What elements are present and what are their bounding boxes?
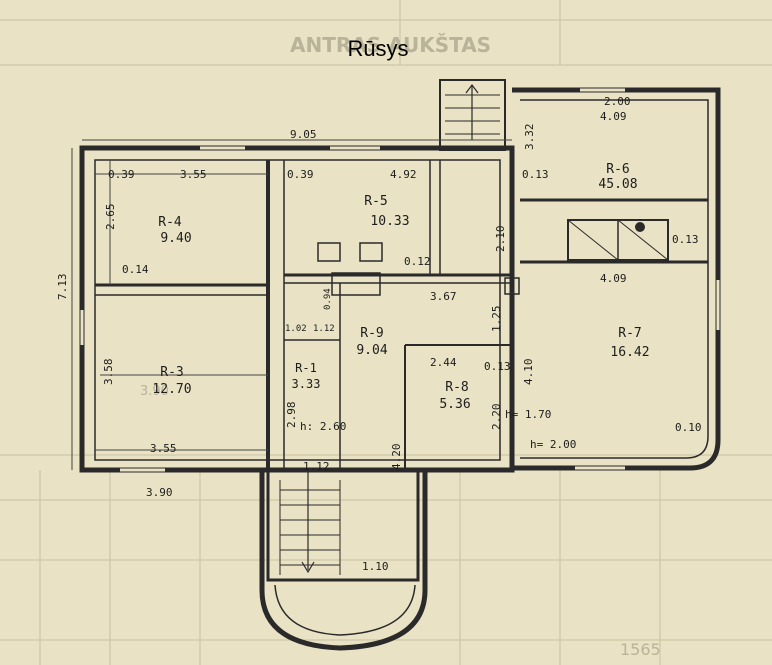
dim-390: 3.90 <box>146 486 173 499</box>
room-area-r4: 9.40 <box>160 231 191 246</box>
room-area-r3: 12.70 <box>152 382 191 397</box>
dim-332: 3.32 <box>523 124 536 151</box>
dim-013-a: 0.13 <box>522 168 549 181</box>
dim-010: 0.10 <box>675 421 702 434</box>
room-area-r5: 10.33 <box>370 214 409 229</box>
room-id-r6: R-6 <box>606 162 629 177</box>
dim-409-top: 4.09 <box>600 110 627 123</box>
room-area-r6: 45.08 <box>598 177 637 192</box>
room-area-r1: 3.33 <box>292 377 321 391</box>
dim-012-mid: 0.12 <box>404 255 431 268</box>
dim-039-left: 0.39 <box>108 168 135 181</box>
dim-220: 2.20 <box>490 404 503 431</box>
dim-039-mid: 0.39 <box>287 168 314 181</box>
dim-358: 3.58 <box>102 359 115 386</box>
stamp-faint-1565: 1565 <box>620 640 661 659</box>
dim-013-b: 0.13 <box>672 233 699 246</box>
walls <box>79 79 721 651</box>
room-id-r5: R-5 <box>364 194 387 209</box>
dimension-lines <box>71 139 512 470</box>
dim-112-small: 1.12 <box>313 324 335 334</box>
dim-713: 7.13 <box>56 274 69 301</box>
dim-094: 0.94 <box>323 288 333 310</box>
page-title: Rūsys <box>347 36 408 61</box>
dim-355-bot: 3.55 <box>150 442 177 455</box>
dim-409-bot: 4.09 <box>600 272 627 285</box>
stamp-floor-label: ANTRAS AUKŠTAS <box>290 33 491 57</box>
room-id-r8: R-8 <box>445 380 468 395</box>
room-id-r7: R-7 <box>618 326 641 341</box>
dim-h200: h= 2.00 <box>530 438 576 451</box>
dim-013-c: 0.13 <box>484 360 511 373</box>
dim-298: 2.98 <box>285 402 298 429</box>
dimension-labels: 9.05 0.39 3.55 0.39 4.92 0.13 4.09 2.00 … <box>56 95 702 573</box>
room-area-r9: 9.04 <box>356 343 387 358</box>
room-id-r1: R-1 <box>295 361 317 375</box>
dim-125: 1.25 <box>490 306 503 333</box>
dim-top-width: 9.05 <box>290 128 317 141</box>
dim-244: 2.44 <box>430 356 457 369</box>
room-id-r9: R-9 <box>360 326 383 341</box>
room-labels: R-4 9.40 R-5 10.33 R-6 45.08 R-3 12.70 R… <box>152 162 649 412</box>
dim-420: 4.20 <box>390 444 403 471</box>
dim-112-stair: 1.12 <box>303 460 330 473</box>
room-area-r8: 5.36 <box>439 397 470 412</box>
stamp-faint-dim: 3.90 <box>140 384 169 399</box>
dim-210: 2.10 <box>494 226 507 253</box>
dim-110: 1.10 <box>362 560 389 573</box>
room-id-r4: R-4 <box>158 215 182 230</box>
dim-014-top: 0.14 <box>122 263 149 276</box>
room-area-r7: 16.42 <box>610 345 649 360</box>
dim-h260: h: 2.60 <box>300 420 346 433</box>
dim-367: 3.67 <box>430 290 457 303</box>
dim-200-r6: 2.00 <box>604 95 631 108</box>
room-id-r3: R-3 <box>160 365 183 380</box>
dim-355-top: 3.55 <box>180 168 207 181</box>
dim-h170: h= 1.70 <box>505 408 551 421</box>
dim-410: 4.10 <box>522 359 535 386</box>
dim-492: 4.92 <box>390 168 417 181</box>
dim-265: 2.65 <box>104 204 117 231</box>
dim-102: 1.02 <box>285 324 307 334</box>
